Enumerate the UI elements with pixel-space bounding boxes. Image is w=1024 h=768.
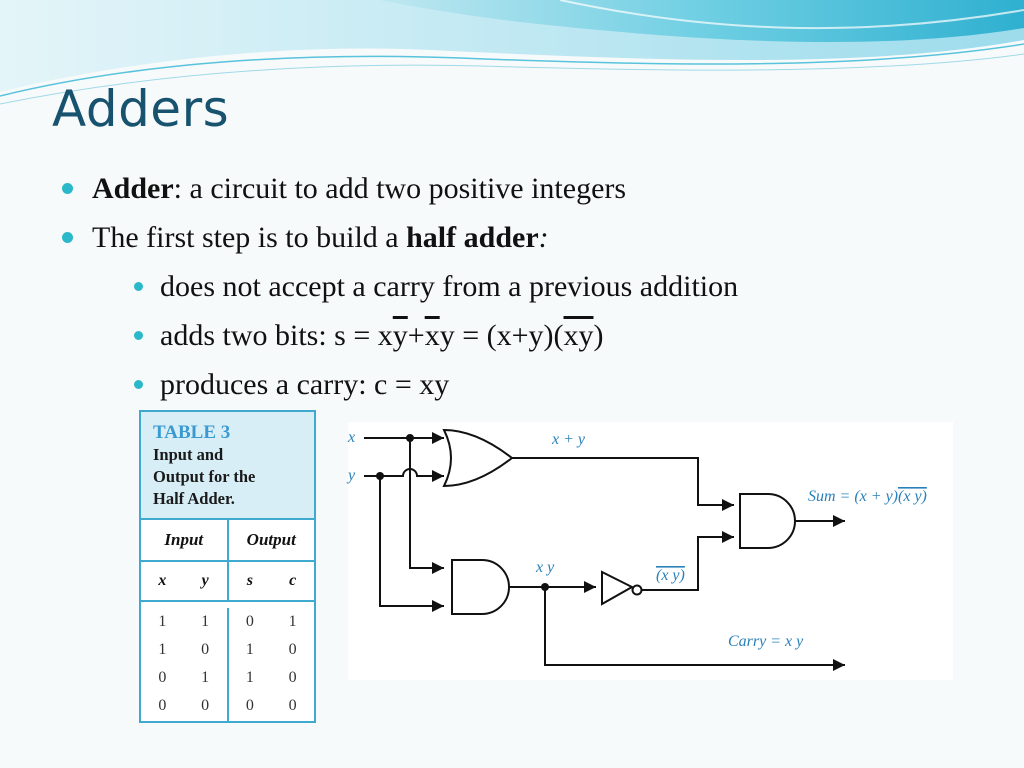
header-wave-decoration [0,0,1024,105]
column-header-x: x [158,572,167,589]
label-and-output: x y [535,559,555,576]
and-gate [451,559,510,615]
table-cell: 1 [288,613,297,630]
table-group-headers: Input Output [141,520,314,562]
bullet-half-adder-pre: The first step is to build a [92,221,407,254]
table-label: TABLE 3 [153,422,231,443]
table-column-headers: x y s c [141,562,314,602]
not-gate-bubble [631,584,643,596]
formula-part: adds two bits: s = x [160,319,393,352]
column-header-s: s [246,572,253,589]
wire-carry-output [544,587,845,671]
bullet-adder-text: : a circuit to add two positive integers [173,172,627,205]
formula-part: y = (x+y)( [439,319,564,352]
table-column-x: 1 1 0 0 [141,608,184,723]
table-cell: 1 [245,641,254,658]
table-caption-line: Output for the [153,467,256,486]
formula-overline: x [424,319,440,352]
wire-or-output [512,457,734,511]
sub-bullet-no-carry: does not accept a carry from a previous … [134,262,738,311]
sub-bullet-carry: produces a carry: c = xy [134,360,738,409]
table-cell: 1 [245,669,254,686]
table-cell: 0 [288,669,297,686]
bullet-adder-term: Adder [92,172,174,205]
label-or-output: x + y [551,431,586,448]
table-cell: 0 [288,641,297,658]
bullet-half-adder: The first step is to build a half adder:… [62,213,738,409]
bullet-adder: Adder: a circuit to add two positive int… [62,164,738,213]
label-input-x: x [347,429,355,446]
slide-title: Adders [52,80,230,138]
sub-bullet-sum-formula: adds two bits: s = xy+xy = (x+y)(xy) [134,311,738,360]
or-gate [442,428,514,488]
table-column-y: 1 0 1 0 [184,608,229,723]
bullet-half-adder-post: : [538,221,549,254]
junction-dot [541,583,549,591]
sub-bullet-list: does not accept a carry from a previous … [92,262,738,409]
not-gate [601,570,635,606]
column-header-y: y [184,562,229,600]
label-sum-overline: (x y) [898,488,927,505]
wire-not-output [642,531,734,591]
table-body: 1 1 0 0 1 0 1 0 0 1 1 0 1 0 0 0 [141,602,314,723]
table-caption-line: Input and [153,445,224,464]
label-sum: Sum = (x + y)(x y) [808,488,927,505]
table-cell: 0 [201,697,210,714]
table-column-s: 0 1 1 0 [229,608,272,723]
table-cell: 0 [245,613,254,630]
table-header: TABLE 3 Input and Output for the Half Ad… [141,412,314,520]
table-caption-line: Half Adder. [153,489,235,508]
wire-y-branch [379,476,444,612]
junction-dot [406,434,414,442]
table-cell: 0 [201,641,210,658]
formula-overline: y [392,319,408,352]
final-and-gate [739,493,796,549]
table-cell: 1 [201,669,210,686]
bullet-half-adder-term: half adder [406,221,539,254]
table-cell: 0 [288,697,297,714]
label-carry: Carry = x y [728,633,804,650]
junction-dot [376,472,384,480]
table-cell: 1 [201,613,210,630]
group-header-input: Input [141,520,229,560]
table-cell: 0 [158,669,167,686]
bullet-list: Adder: a circuit to add two positive int… [62,164,738,409]
half-adder-circuit-diagram: x y x + y x y (x y) Sum = (x + y)(x y) C… [346,422,953,680]
label-input-y: y [346,467,356,484]
label-sum-text: Sum = (x + y) [808,488,898,505]
table-column-c: 1 0 0 0 [271,608,314,723]
formula-part: + [407,319,425,352]
column-header-c: c [289,572,297,589]
wire-x-branch [409,438,444,574]
circuit-background [348,422,953,680]
formula-overline: xy [563,319,594,352]
half-adder-truth-table: TABLE 3 Input and Output for the Half Ad… [139,410,316,723]
table-cell: 1 [158,641,167,658]
group-header-output: Output [246,530,296,549]
formula-part: ) [593,319,604,352]
table-cell: 0 [158,697,167,714]
label-not-output: (x y) [656,567,685,584]
table-cell: 0 [245,697,254,714]
table-cell: 1 [158,613,167,630]
